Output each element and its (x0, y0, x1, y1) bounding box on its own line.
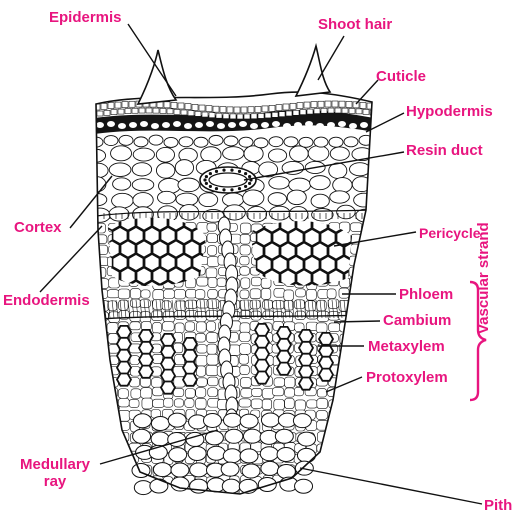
label-pericycle: Pericycle (419, 225, 481, 242)
label-resin-duct: Resin duct (406, 142, 483, 159)
label-shoot-hair: Shoot hair (318, 16, 392, 33)
label-hypodermis: Hypodermis (406, 103, 493, 120)
label-metaxylem: Metaxylem (368, 338, 445, 355)
label-cortex: Cortex (14, 219, 62, 236)
label-medullary-ray-line2: ray (44, 473, 67, 490)
label-vascular-strand: Vascular strand (475, 222, 492, 334)
label-medullary-ray-line1: Medullary (20, 456, 90, 473)
label-pith: Pith (484, 497, 512, 514)
label-phloem: Phloem (399, 286, 453, 303)
label-epidermis: Epidermis (49, 9, 122, 26)
label-cuticle: Cuticle (376, 68, 426, 85)
label-medullary-ray: Medullary ray (8, 456, 102, 490)
label-cambium: Cambium (383, 312, 451, 329)
label-protoxylem: Protoxylem (366, 369, 448, 386)
label-endodermis: Endodermis (3, 292, 90, 309)
